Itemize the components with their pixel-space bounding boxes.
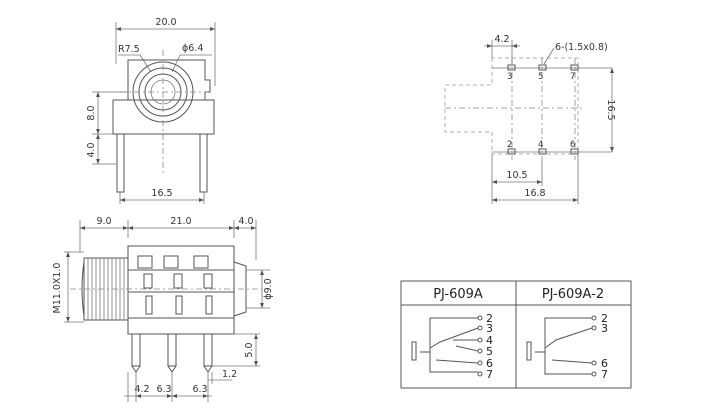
dim-height: 8.0: [86, 105, 97, 120]
dim-pitch-b: 6.3: [156, 384, 171, 395]
dim-thread: M11.0X1.0: [52, 263, 63, 314]
pin-a-3: 3: [486, 322, 493, 335]
pin-label-bottom-3: 6: [570, 140, 575, 150]
dim-thread-len: 9.0: [96, 216, 111, 227]
dim-offset: 4.2: [494, 34, 509, 45]
pin-a-2: 2: [486, 312, 493, 325]
dim-pitch-c: 6.3: [192, 384, 207, 395]
pin-label-top-2: 5: [538, 72, 543, 82]
dim-tail: 4.0: [238, 216, 253, 227]
pin-label-bottom-1: 2: [507, 140, 512, 150]
dim-pin-length: 4.0: [86, 142, 97, 157]
dim-body-len: 21.0: [170, 216, 191, 227]
pin-a-6: 6: [486, 357, 493, 370]
dim-pad: 6-(1.5x0.8): [555, 42, 608, 53]
col-b-title: PJ-609A-2: [542, 287, 604, 302]
col-a-title: PJ-609A: [433, 287, 483, 302]
dim-vertical: 16.5: [605, 99, 616, 120]
dim-radius: R7.5: [118, 44, 140, 55]
dim-span-a: 10.5: [506, 170, 527, 181]
dim-span-b: 16.8: [524, 188, 545, 199]
pin-a-5: 5: [486, 345, 493, 358]
dim-pitch-a: 4.2: [134, 384, 149, 395]
schematic-table: PJ-609A PJ-609A-2 2 3 4 5 6 7 2 3 6 7: [400, 280, 632, 389]
pin-label-top-1: 3: [507, 72, 512, 82]
footprint-view: 3 5 7 2 4 6 4.2 6-(1.5x0.8) 16.5 10.5 16…: [444, 34, 616, 204]
front-view: 20.0 R7.5 ϕ6.4 8.0 4.0 16: [86, 17, 216, 204]
dim-pin-w: 1.2: [222, 369, 237, 380]
pin-label-top-3: 7: [570, 72, 575, 82]
pin-b-7: 7: [601, 368, 608, 381]
pin-b-6: 6: [601, 357, 608, 370]
dim-width: 20.0: [155, 17, 176, 28]
pin-b-3: 3: [601, 322, 608, 335]
dim-dia: ϕ9.0: [263, 278, 274, 299]
pin-a-7: 7: [486, 368, 493, 381]
dim-pin-span: 16.5: [151, 188, 172, 199]
side-view: 9.0 21.0 4.0 M11.0X1.0 ϕ9.0: [52, 216, 274, 402]
dim-hole: ϕ6.4: [182, 43, 203, 54]
pin-label-bottom-2: 4: [538, 140, 543, 150]
dim-pin-len: 5.0: [244, 342, 255, 357]
pin-b-2: 2: [601, 312, 608, 325]
pin-a-4: 4: [486, 334, 493, 347]
